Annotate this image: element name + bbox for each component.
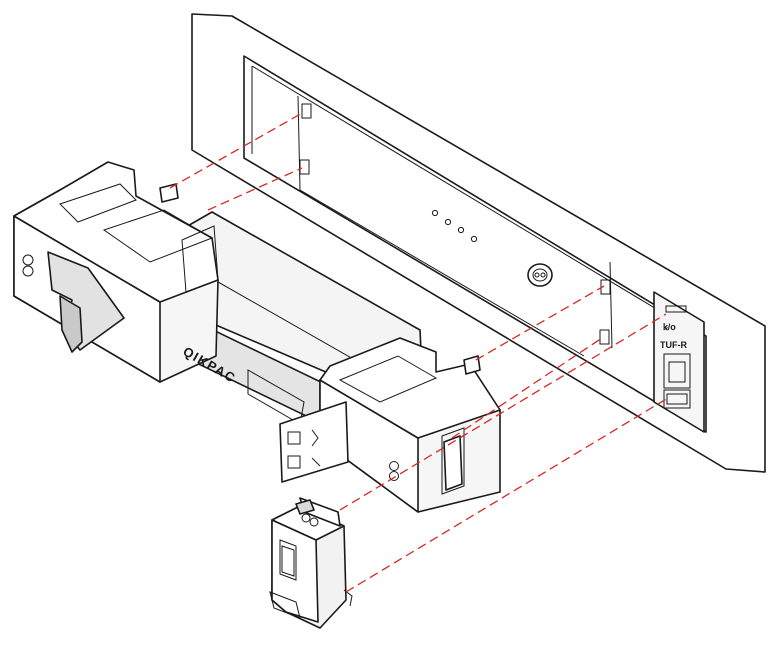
leader-line xyxy=(339,313,667,511)
latch-unlock-icon xyxy=(287,455,301,469)
led-dot xyxy=(431,209,439,217)
housing-left-inner-face xyxy=(181,225,219,293)
recess-inner-line xyxy=(297,95,585,357)
left-release-lever-grip xyxy=(59,295,83,353)
module-clip-icon xyxy=(301,513,319,527)
housing-right-clip-icon xyxy=(389,461,399,481)
connector-module xyxy=(269,497,353,629)
housing-right-port-frame xyxy=(441,427,465,495)
status-led-dots xyxy=(431,209,478,243)
latch-notch-lower-left xyxy=(299,159,310,175)
recess-right-line xyxy=(609,261,613,349)
wall-plate: ꝃ/o TUF-R xyxy=(191,13,766,473)
led-dot xyxy=(470,235,478,243)
housing-left-top-pad xyxy=(59,183,137,223)
faceplate-label: TUF-R xyxy=(660,340,687,350)
module-port-slot xyxy=(281,545,295,577)
connector-panel: ꝃ/o TUF-R xyxy=(653,291,705,433)
latch-notch-upper-left xyxy=(301,103,312,119)
housing-right-top-pad xyxy=(338,355,438,403)
housing-left-top-ridge xyxy=(102,209,214,263)
latch-marker-line xyxy=(311,457,321,467)
ethernet-port-contacts xyxy=(666,393,688,405)
housing-right-latch-tab xyxy=(463,355,481,375)
port-indicator xyxy=(665,305,687,313)
module-release-tab xyxy=(269,591,301,619)
leader-line xyxy=(169,111,305,189)
leader-line xyxy=(451,337,603,439)
front-latch-plate xyxy=(279,401,349,483)
housing-right-port-slot xyxy=(443,435,463,491)
faceplate-screw xyxy=(527,263,553,287)
module-front-face xyxy=(271,519,319,623)
ethernet-port-lower xyxy=(663,389,691,409)
leader-line xyxy=(345,397,669,593)
qikpac-housing: QIKPAC xyxy=(13,161,501,513)
opening-inner-edge-top xyxy=(251,65,699,335)
latch-arrow-icon xyxy=(311,429,319,447)
module-port-frame xyxy=(279,539,297,581)
latch-notch-lower-right xyxy=(599,329,610,345)
housing-left-clip-icon xyxy=(22,254,34,277)
wall-plate-opening xyxy=(243,55,707,433)
led-dot xyxy=(444,218,452,226)
module-top-clip xyxy=(295,499,315,515)
led-dot xyxy=(457,226,465,234)
leader-line xyxy=(475,285,605,361)
housing-left-latch-tab xyxy=(159,183,179,203)
port-glyph: ꝃ/o xyxy=(663,322,676,332)
alignment-leader-lines xyxy=(169,111,669,593)
latch-lock-icon xyxy=(287,431,301,445)
leader-line xyxy=(207,167,303,211)
ethernet-port-upper xyxy=(663,353,691,389)
ethernet-port-jack xyxy=(668,361,686,383)
